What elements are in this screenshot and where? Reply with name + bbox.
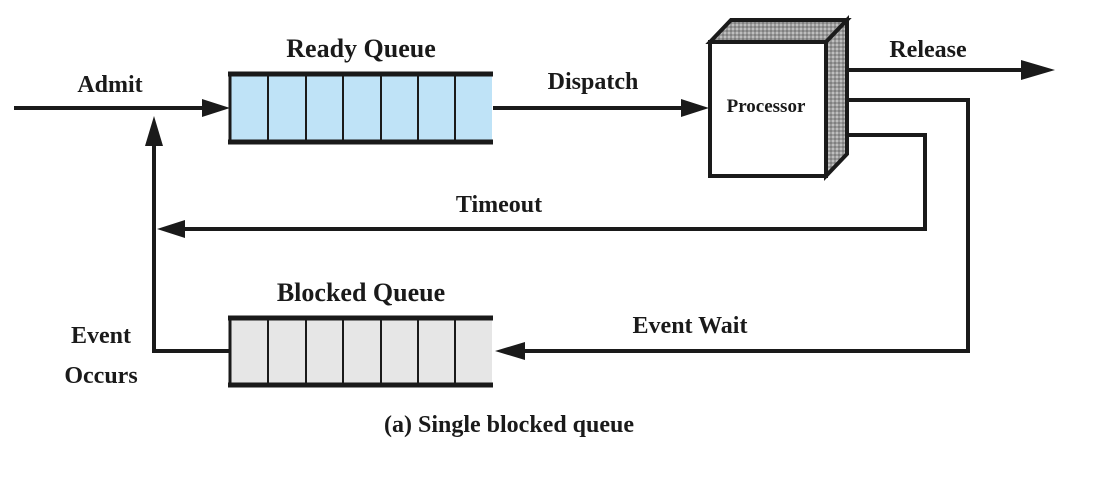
label-release: Release [889, 37, 967, 63]
blocked-queue-fill [230, 318, 492, 385]
label-processor: Processor [727, 96, 806, 117]
label-event-occurs-line2: Occurs [64, 363, 137, 389]
timeout-line [182, 133, 927, 231]
event-wait-line [522, 98, 970, 353]
event-occurs-line [152, 145, 230, 353]
event-occurs-arrowhead [145, 116, 163, 146]
label-timeout: Timeout [456, 192, 542, 218]
dispatch-arrowhead [681, 99, 709, 117]
admit-arrowhead [202, 99, 230, 117]
ready-queue-fill [230, 74, 492, 142]
processor-box [705, 15, 852, 181]
label-dispatch: Dispatch [548, 69, 639, 95]
caption: (a) Single blocked queue [384, 412, 634, 438]
label-ready-queue: Ready Queue [286, 34, 436, 63]
processor-side-face [824, 15, 849, 181]
label-event-wait: Event Wait [633, 313, 748, 339]
release-arrowhead [1021, 60, 1055, 80]
event-wait-arrowhead [495, 342, 525, 360]
timeout-arrowhead [157, 220, 185, 238]
processor-front-face [708, 40, 828, 178]
blocked-queue [228, 315, 493, 388]
label-admit: Admit [77, 72, 142, 98]
label-event-occurs-line1: Event [71, 323, 131, 349]
ready-queue [228, 71, 493, 145]
label-blocked-queue: Blocked Queue [277, 278, 445, 307]
